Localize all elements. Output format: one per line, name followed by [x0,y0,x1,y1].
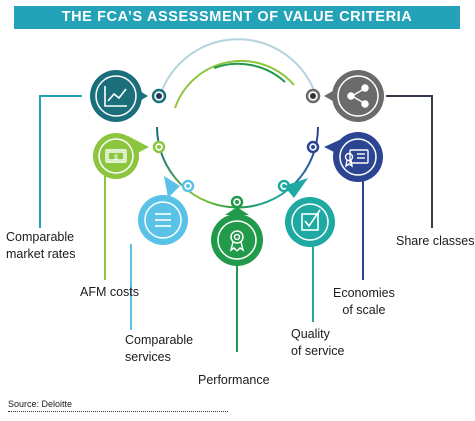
money-icon: $ [105,149,127,163]
leader-lines [39,95,433,352]
leader-line-share-classes [386,95,433,228]
leader-line-market-rates [39,95,82,228]
award-icon [229,230,245,252]
central-ring [156,38,319,209]
certificate-icon [344,149,369,168]
badge-comparable-market-rates [90,70,148,122]
diagram-title: THE FCA’S ASSESSMENT OF VALUE CRITERIA [14,6,460,29]
badge-quality-of-service [284,178,335,247]
criterion-label-quality-of-service: Quality of service [291,327,345,358]
criterion-label-performance: Performance [198,373,270,387]
source-note: Source: Deloitte [8,399,73,409]
badge-economies-of-scale [324,132,383,182]
share-icon [347,84,369,108]
badge-afm-costs: $ [93,133,149,179]
list-icon [155,213,171,227]
criterion-label-comparable-market-rates: Comparable market rates [6,230,76,261]
criterion-label-afm-costs: AFM costs [80,285,140,299]
criterion-label-share-classes: Share classes [396,234,475,248]
badge-comparable-services [138,176,188,245]
svg-text:$: $ [114,155,118,162]
line-chart-icon [104,86,127,107]
badge-performance [211,207,263,266]
source-divider [8,411,228,412]
checkbox-icon [301,209,321,231]
criterion-label-comparable-services: Comparable services [125,333,194,364]
criterion-label-economies-of-scale: Economies of scale [333,286,395,317]
badge-share-classes [324,70,384,122]
